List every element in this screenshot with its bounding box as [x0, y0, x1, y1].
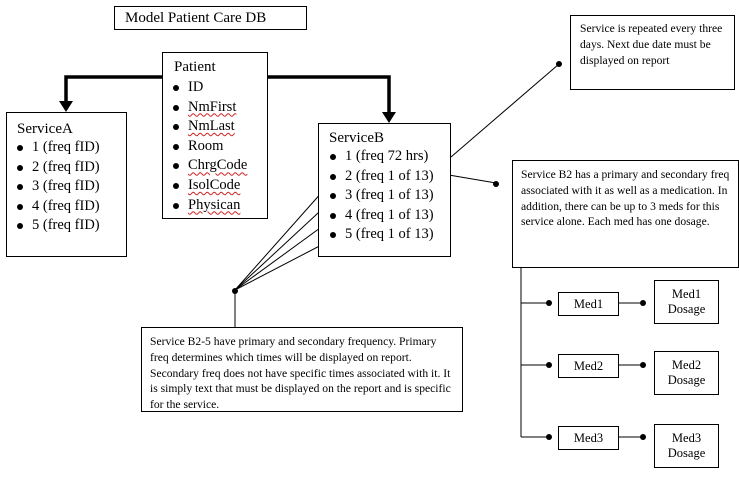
- med1-dosage-label: Med1 Dosage: [667, 287, 706, 316]
- servicea-item-list: 1 (freq fID) 2 (freq fID) 3 (freq fID) 4…: [7, 138, 126, 236]
- diagram-title: Model Patient Care DB: [125, 10, 267, 26]
- med3-dosage-label: Med3 Dosage: [667, 431, 706, 460]
- patient-field-room: Room: [171, 137, 267, 157]
- serviceb-item-4: 4 (freq 1 of 13): [328, 206, 450, 226]
- med3-label: Med3: [573, 431, 604, 445]
- med3-box: Med3: [558, 426, 619, 450]
- med2-dosage-box: Med2 Dosage: [654, 351, 719, 395]
- diagram-title-box: Model Patient Care DB: [114, 6, 307, 30]
- patient-field-nmlast: NmLast: [171, 117, 267, 137]
- patient-field-chrgcode: ChrgCode: [171, 156, 267, 176]
- med1-dosage-box: Med1 Dosage: [654, 280, 719, 324]
- b4-to-b25-note-line: [234, 219, 332, 291]
- servicea-item-1: 1 (freq fID): [15, 138, 126, 158]
- patient-to-serviceb-arrow: [268, 75, 391, 118]
- b2-note-text: Service B2 has a primary and secondary f…: [521, 168, 730, 229]
- servicea-item-3: 3 (freq fID): [15, 177, 126, 197]
- patient-field-physican: Physican: [171, 196, 267, 216]
- servicea-entity: ServiceA 1 (freq fID) 2 (freq fID) 3 (fr…: [6, 112, 127, 257]
- serviceb-item-2: 2 (freq 1 of 13): [328, 167, 450, 187]
- med2-dosage-label: Med2 Dosage: [667, 358, 706, 387]
- repeat-note-box: Service is repeated every three days. Ne…: [570, 15, 735, 90]
- b3-to-b25-note-line: [234, 200, 332, 291]
- patient-title: Patient: [174, 59, 216, 75]
- patient-to-servicea-arrow: [64, 75, 162, 107]
- patient-field-list: ID NmFirst NmLast Room ChrgCode IsolCode…: [163, 76, 267, 215]
- med1-label: Med1: [573, 297, 604, 311]
- b25-note-box: Service B2-5 have primary and secondary …: [141, 327, 463, 412]
- repeat-note-text: Service is repeated every three days. Ne…: [580, 22, 723, 67]
- med2-box: Med2: [558, 354, 619, 378]
- patient-entity: Patient ID NmFirst NmLast Room ChrgCode …: [162, 52, 268, 219]
- med2-label: Med2: [573, 359, 604, 373]
- serviceb-item-list: 1 (freq 72 hrs) 2 (freq 1 of 13) 3 (freq…: [319, 147, 450, 245]
- servicea-item-4: 4 (freq fID): [15, 197, 126, 217]
- b5-to-b25-note-line: [234, 239, 332, 291]
- serviceb-entity: ServiceB 1 (freq 72 hrs) 2 (freq 1 of 13…: [318, 123, 451, 257]
- serviceb-item-3: 3 (freq 1 of 13): [328, 186, 450, 206]
- servicea-item-2: 2 (freq fID): [15, 158, 126, 178]
- patient-field-nmfirst: NmFirst: [171, 98, 267, 118]
- serviceb-item-5: 5 (freq 1 of 13): [328, 225, 450, 245]
- b1-to-repeat-note-line: [450, 63, 560, 158]
- med3-dosage-box: Med3 Dosage: [654, 424, 719, 468]
- servicea-title: ServiceA: [17, 121, 73, 137]
- med1-box: Med1: [558, 292, 619, 316]
- b2-note-box: Service B2 has a primary and secondary f…: [512, 160, 739, 268]
- patient-field-id: ID: [171, 78, 267, 98]
- b2-to-b25-note-line: [234, 181, 332, 291]
- serviceb-item-1: 1 (freq 72 hrs): [328, 147, 450, 167]
- b25-note-text: Service B2-5 have primary and secondary …: [150, 335, 451, 412]
- servicea-item-5: 5 (freq fID): [15, 216, 126, 236]
- serviceb-title: ServiceB: [329, 130, 384, 146]
- patient-field-isolcode: IsolCode: [171, 176, 267, 196]
